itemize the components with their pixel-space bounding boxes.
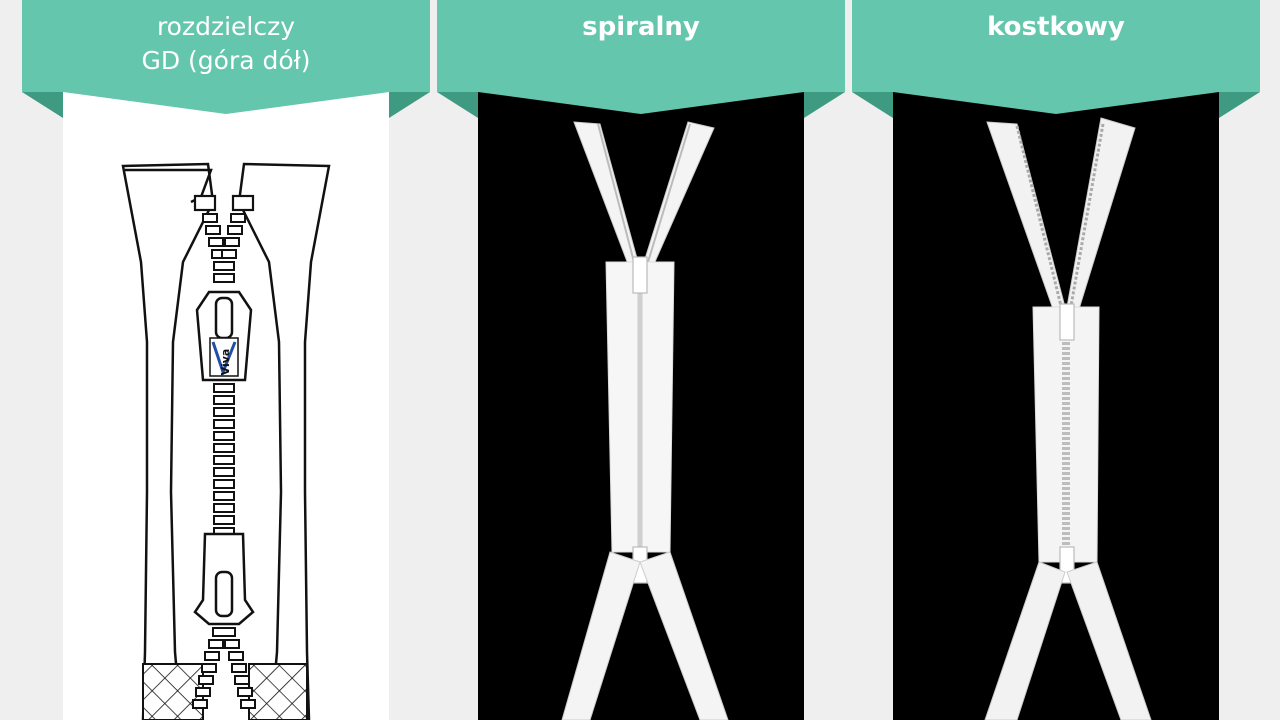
banner-tip	[63, 92, 389, 114]
banner-fold-right	[389, 92, 430, 118]
panel-spiralny: spiralny	[437, 0, 845, 720]
zipper-drawing-panel: Viva	[63, 92, 389, 720]
panel-banner	[852, 0, 1260, 92]
slider-top: Viva	[195, 290, 253, 382]
teeth-middle	[213, 383, 235, 537]
zipper-photo-molded	[893, 92, 1219, 720]
banner-fold-left	[437, 92, 478, 118]
bottom-box-left	[142, 663, 204, 720]
zipper-drawing: Viva	[121, 162, 331, 720]
panel-title: kostkowy	[987, 12, 1125, 42]
panel-kostkowy: kostkowy	[852, 0, 1260, 720]
molded-zipper-image	[984, 117, 1152, 720]
title-line-1: rozdzielczy	[156, 12, 296, 41]
panel-banner	[437, 0, 845, 92]
panel-rozdzielczy: Viva	[22, 0, 430, 720]
bottom-box-right	[248, 663, 308, 720]
panel-title: spiralny	[582, 12, 700, 42]
title-line-2: GD (góra dół)	[141, 46, 311, 75]
banner-fold-right	[1219, 92, 1260, 118]
banner-fold-right	[804, 92, 845, 118]
zipper-tape-left	[121, 162, 215, 720]
panel-title: rozdzielczy GD (góra dół)	[22, 10, 430, 78]
zipper-tape-right	[237, 162, 331, 720]
top-stop-right	[231, 194, 255, 212]
banner-tip	[478, 92, 804, 114]
banner-tip	[893, 92, 1219, 114]
banner-fold-left	[852, 92, 893, 118]
zipper-photo-spiral	[478, 92, 804, 720]
teeth-upper	[202, 213, 246, 283]
spiral-zipper-image	[561, 121, 729, 720]
banner-fold-left	[22, 92, 63, 118]
teeth-lower	[192, 627, 256, 709]
slider-logo: Viva	[219, 349, 232, 376]
top-stop-left	[193, 194, 217, 212]
slider-bottom	[193, 532, 255, 626]
panel-banner	[22, 0, 430, 92]
